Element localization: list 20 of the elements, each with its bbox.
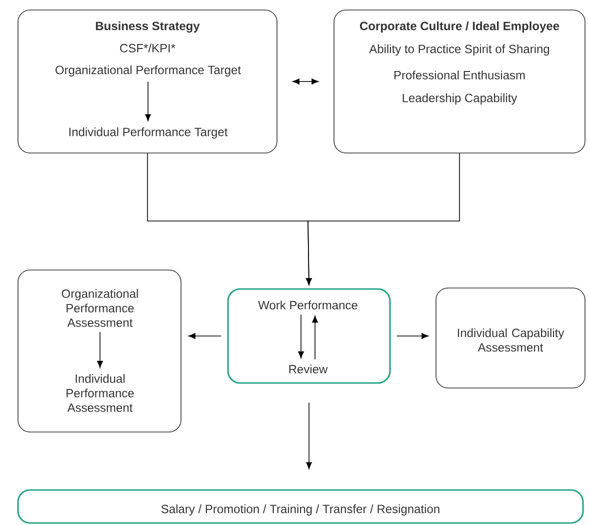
arrow [292, 78, 318, 84]
process-box: Salary / Promotion / Training / Transfer / Resignation [17, 489, 584, 524]
node-text: Work Performance [258, 300, 358, 310]
arrow [306, 402, 312, 470]
arrow [312, 316, 318, 360]
arrow [396, 333, 428, 339]
arrow [145, 81, 151, 122]
process-box: Corporate Culture / Ideal Employee Ability to Practice Spirit of Sharing Professional Enthusiasm Leadership Capability [334, 10, 586, 154]
node-text: Individual Performance Target [69, 127, 228, 139]
arrow [97, 332, 103, 368]
node-text: Organizational Performance Assessment [62, 289, 138, 327]
node-text: Review [289, 364, 328, 374]
arrow [306, 153, 460, 286]
arrow [188, 333, 222, 339]
arrow [298, 314, 304, 358]
process-box: Individual Capability Assessment [436, 288, 586, 388]
node-text: Organizational Performance Target [56, 65, 241, 77]
node-text: Individual Performance Assessment [66, 374, 134, 412]
group-box [18, 270, 182, 432]
group-box [227, 288, 391, 384]
